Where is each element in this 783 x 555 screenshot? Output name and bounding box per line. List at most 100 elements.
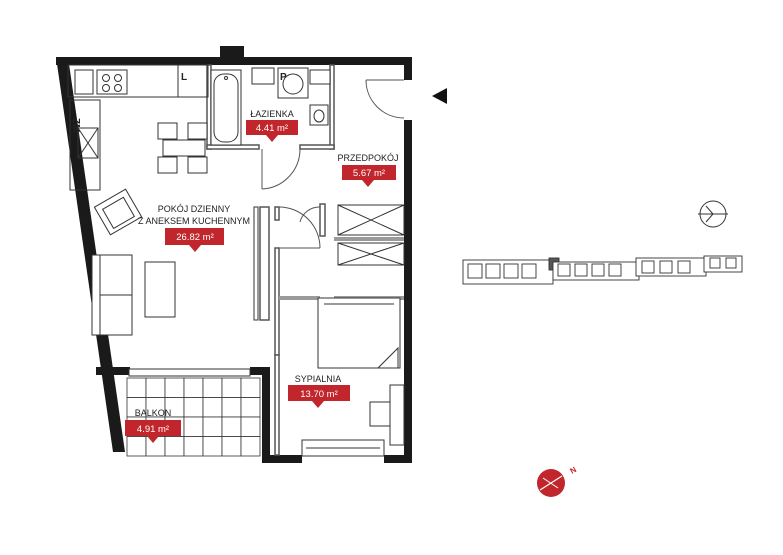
key-unit-4	[521, 263, 537, 279]
balcony-right-wall	[262, 367, 270, 463]
armchair-seat	[101, 196, 136, 230]
balcony-tile	[240, 377, 261, 398]
room-labels: ŁAZIENKA 4.41 m² PRZEDPOKÓJ 5.67 m² POKÓ…	[125, 109, 399, 443]
balcony-window	[128, 368, 251, 377]
desk-chair	[369, 401, 391, 427]
living-bottom-wall-left	[96, 367, 130, 375]
balcony-tile	[183, 436, 204, 457]
entrance-door-swing	[365, 79, 405, 119]
balcony-name: BALKON	[135, 408, 172, 418]
balcony-tile	[126, 377, 147, 398]
cooktop	[96, 69, 128, 95]
chimney-block	[220, 46, 244, 60]
balcony-tile	[183, 377, 204, 398]
bathroom-area: 4.41 m²	[256, 123, 288, 134]
wardrobe-2-cross-b	[337, 242, 405, 266]
key-unit-9	[641, 260, 655, 274]
bottom-wall-right	[384, 455, 412, 463]
cabinet	[309, 69, 331, 85]
living-name-line1: POKÓJ DZIENNY	[158, 204, 231, 214]
compass-letter: N	[569, 465, 579, 476]
kitchen-counter-top	[67, 64, 209, 98]
bathroom-fixtures	[210, 67, 331, 146]
wardrobe-1	[337, 204, 405, 236]
balcony-tile	[221, 397, 242, 418]
wardrobes	[337, 204, 405, 266]
right-wall-mid	[404, 120, 412, 198]
chair-4	[187, 156, 208, 174]
bath-bottom-wall-left	[206, 144, 260, 150]
hall-door-post	[319, 203, 326, 237]
balcony-tile	[145, 377, 166, 398]
top-wall	[56, 57, 412, 65]
living-area-badge	[165, 228, 224, 252]
sun-arrow	[705, 205, 714, 223]
key-unit-7	[591, 263, 605, 277]
doors	[261, 79, 405, 249]
balcony-tile	[164, 436, 185, 457]
balcony-area: 4.91 m²	[137, 424, 169, 435]
tall-cabinet	[74, 69, 94, 95]
bed-fold	[376, 346, 399, 369]
chair-1	[157, 122, 178, 140]
key-unit-11	[677, 260, 691, 274]
hall-door-jamb-top	[274, 206, 280, 221]
sun-position-icon	[698, 200, 728, 228]
living-bottom-wall-right	[250, 367, 266, 375]
key-unit-6	[574, 263, 588, 277]
bath-bottom-wall-right	[299, 144, 335, 150]
balcony-tile	[126, 436, 147, 457]
windows	[128, 206, 385, 457]
chair-3	[157, 156, 178, 174]
bathtub-inner	[213, 73, 239, 143]
balcony-tile	[183, 397, 204, 418]
bath-door-swing	[261, 148, 301, 190]
key-unit-12	[709, 257, 721, 269]
hall-area-badge	[342, 165, 396, 187]
bedroom-furniture	[317, 297, 405, 446]
kitchen	[67, 64, 209, 191]
desk	[389, 384, 405, 446]
balcony-tile	[221, 436, 242, 457]
bedroom-area-badge	[288, 385, 350, 408]
bedroom-name: SYPIALNIA	[295, 374, 342, 384]
bedroom-left-wall-lower	[274, 354, 280, 456]
burner-3	[102, 84, 110, 92]
chair-2	[187, 122, 208, 140]
balcony-tile	[202, 436, 223, 457]
bathroom-area-badge	[246, 120, 298, 142]
hall-name: PRZEDPOKÓJ	[337, 153, 398, 163]
kitchen-counter-side	[69, 99, 101, 191]
armchair	[93, 188, 143, 236]
living-name-line2: Z ANEKSEM KUCHENNYM	[138, 216, 250, 226]
balcony-tile	[202, 377, 223, 398]
bedroom-door-swing	[278, 206, 321, 249]
key-unit-2	[485, 263, 501, 279]
entrance-arrow-icon	[432, 88, 447, 104]
balcony-tile	[240, 416, 261, 437]
burner-4	[114, 84, 122, 92]
right-wall-lower	[404, 198, 412, 460]
balcony-tile	[164, 377, 185, 398]
bath-right-wall	[329, 64, 335, 150]
key-unit-10	[659, 260, 673, 274]
bedroom-area: 13.70 m²	[300, 389, 338, 400]
wardrobe-2	[337, 242, 405, 266]
balcony-area-badge	[125, 420, 181, 443]
building-location-key-icon	[462, 255, 743, 285]
living-hall-partition	[259, 206, 270, 321]
bathroom-name: ŁAZIENKA	[250, 109, 294, 119]
bottom-wall-left	[262, 455, 302, 463]
balcony-tile	[240, 436, 261, 457]
key-unit-13	[725, 257, 737, 269]
burner-2	[114, 74, 122, 82]
balcony-tile	[183, 416, 204, 437]
balcony-tile	[221, 416, 242, 437]
balcony-tile	[221, 377, 242, 398]
fridge-cross-2	[77, 127, 99, 159]
tub-drain	[224, 76, 228, 80]
bath-letter: P	[280, 72, 287, 83]
washbasin	[251, 67, 275, 85]
partition-strip	[253, 206, 259, 321]
